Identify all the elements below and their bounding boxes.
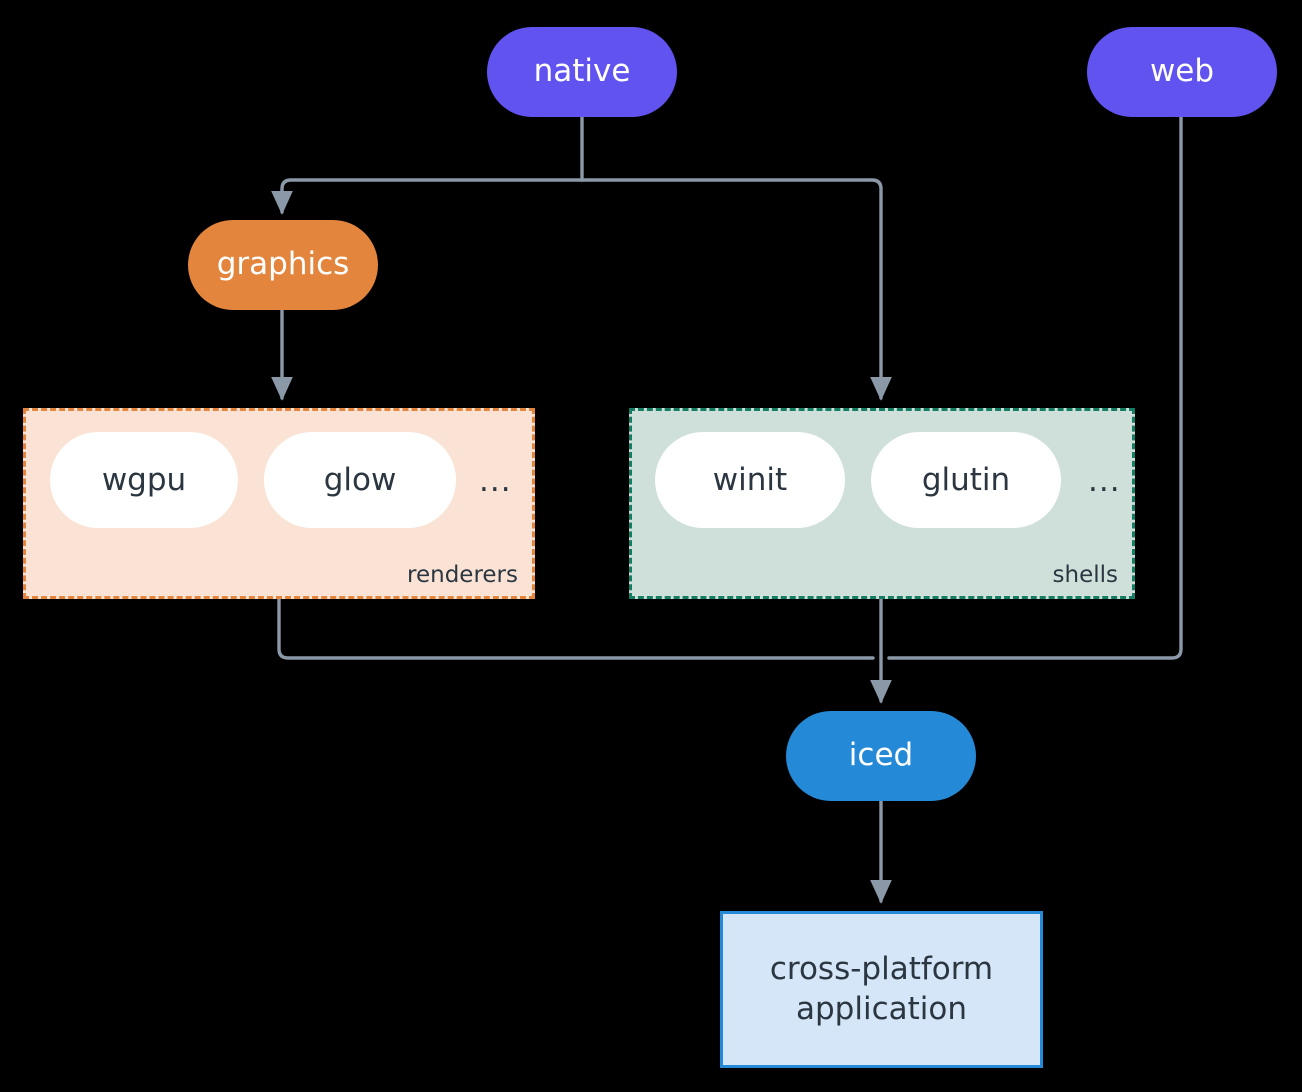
node-graphics-label: graphics (216, 246, 350, 283)
node-native-label: native (533, 53, 631, 90)
node-glow[interactable]: glow (264, 432, 456, 528)
node-winit[interactable]: winit (655, 432, 845, 528)
node-glow-label: glow (323, 462, 397, 498)
node-iced[interactable]: iced (786, 711, 976, 801)
node-web-label: web (1149, 53, 1215, 90)
node-native[interactable]: native (487, 27, 677, 117)
edge-native-to-graphics (271, 178, 584, 215)
node-graphics[interactable]: graphics (188, 220, 378, 310)
node-wgpu-label: wgpu (101, 462, 187, 498)
shells-ellipsis: ... (1088, 463, 1121, 499)
node-glutin[interactable]: glutin (871, 432, 1061, 528)
node-iced-label: iced (848, 737, 914, 774)
group-shells-label: shells (1052, 562, 1118, 588)
node-web[interactable]: web (1087, 27, 1277, 117)
node-winit-label: winit (712, 462, 788, 498)
edge-renderers-to-iced (277, 597, 875, 660)
application-label-line2: application (796, 990, 967, 1027)
application-label-line1: cross-platform (769, 950, 994, 987)
edge-native-to-shells (580, 178, 892, 401)
node-cross-platform-application[interactable]: cross-platform application (720, 911, 1043, 1068)
group-renderers-label: renderers (407, 562, 518, 588)
edge-web-to-iced (887, 115, 1183, 660)
node-wgpu[interactable]: wgpu (50, 432, 238, 528)
renderers-ellipsis: ... (479, 463, 512, 499)
node-glutin-label: glutin (921, 462, 1011, 498)
